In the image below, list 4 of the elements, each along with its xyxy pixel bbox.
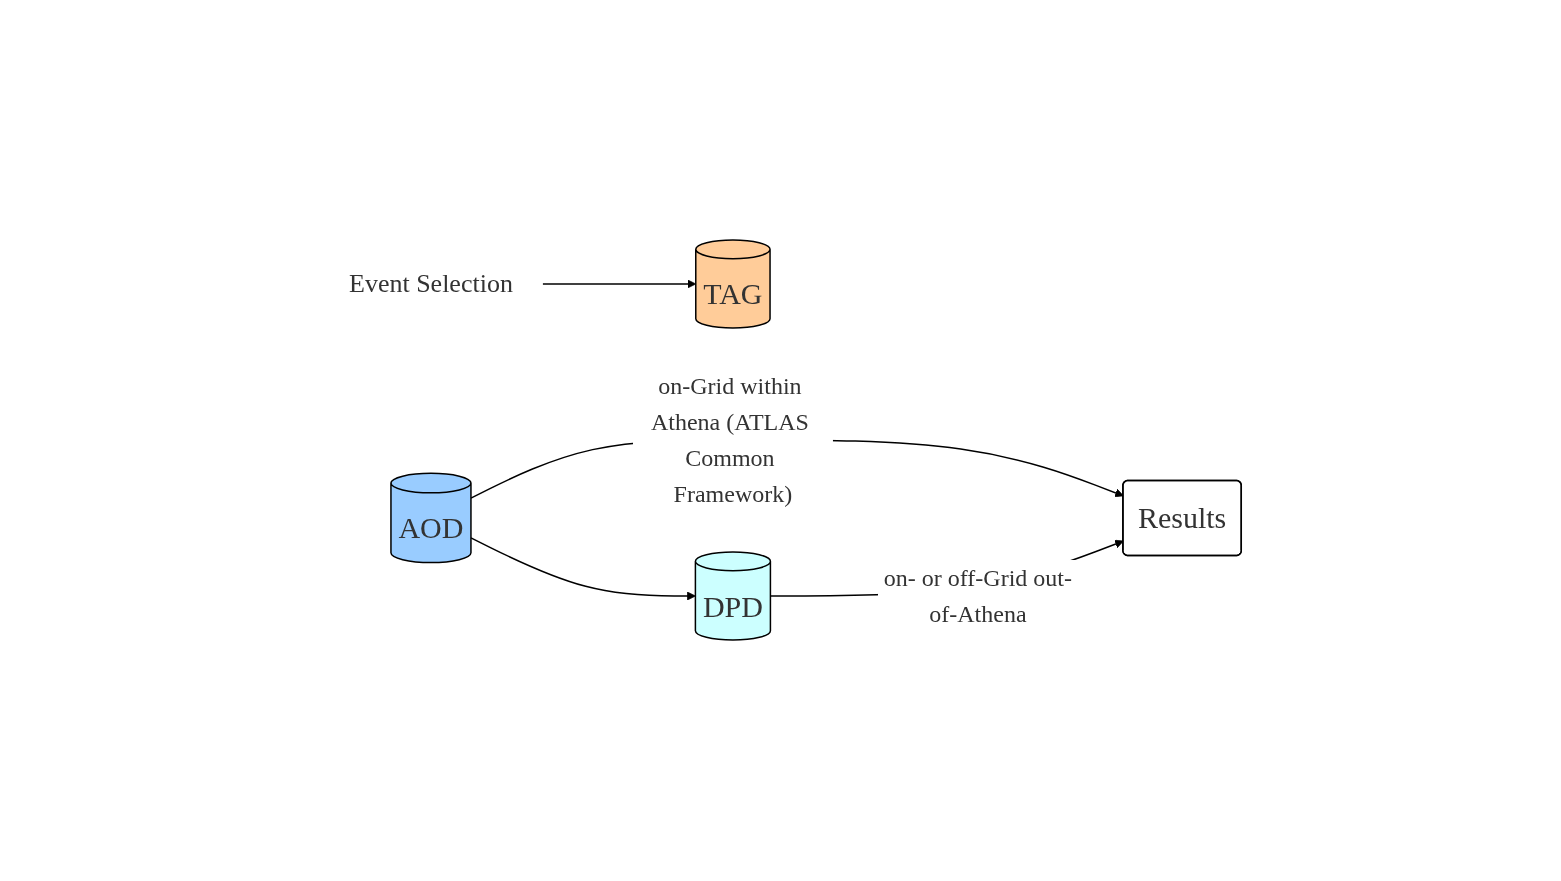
edge-label: on-Grid within Athena (ATLAS Common Framework)	[651, 373, 810, 508]
node-text: Event Selection	[349, 269, 514, 299]
edge-label: on- or off-Grid out-of-Athena	[884, 565, 1073, 628]
arrow	[542, 280, 697, 289]
